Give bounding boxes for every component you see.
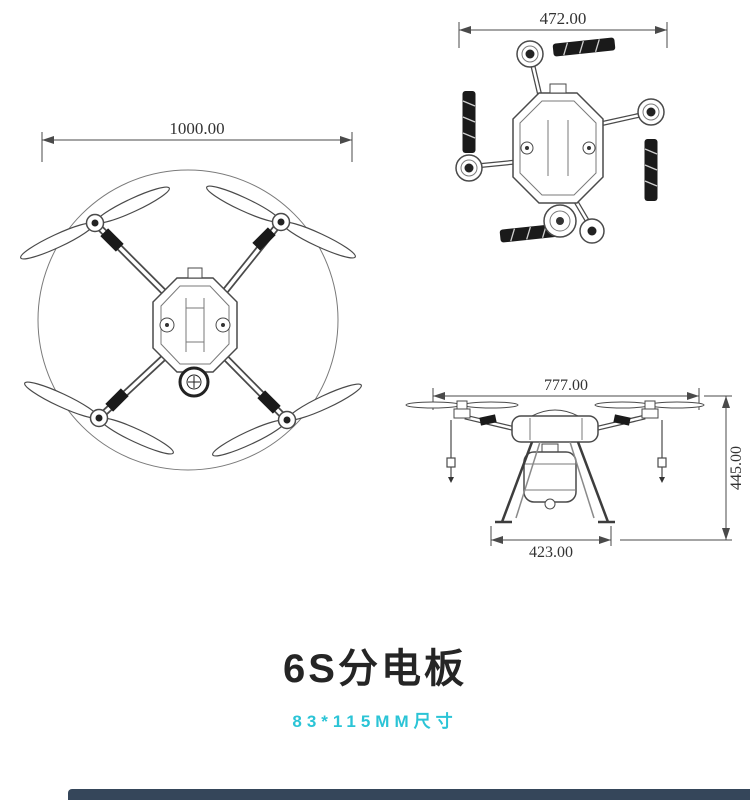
dim-label-472: 472.00 [540,9,587,28]
prop-circle [37,169,339,471]
top-view-folded-drawing: 472.00 [455,9,668,244]
side-body [511,409,599,443]
tank [523,443,577,510]
product-title: 6S分电板 [283,647,467,691]
folded-body [512,83,604,204]
dimension-track-423: 423.00 [490,526,612,561]
motors [85,212,297,430]
dim-label-423: 423.00 [529,544,573,561]
dimension-folded-472: 472.00 [458,9,668,48]
folded-prop-blocks [462,37,658,243]
folded-gimbal [543,204,577,238]
gimbal [178,366,210,398]
dim-label-445: 445.00 [728,446,745,490]
dim-label-1000: 1000.00 [169,119,224,138]
folded-arms [475,61,646,224]
side-arms [453,408,659,433]
side-view-drawing: 777.00 [405,377,745,561]
dimension-height-445: 445.00 [620,395,745,541]
next-section-edge [68,789,750,800]
folded-motors [455,40,665,244]
side-propellers [405,400,705,410]
propellers [20,185,362,457]
top-view-unfolded-drawing: 1000.00 [20,119,362,471]
product-subtitle: 83*115MM尺寸 [292,712,458,731]
spray-nozzles [446,420,667,483]
center-body [152,267,238,373]
dimension-wingspan-1000: 1000.00 [41,119,353,162]
landing-gear [495,441,615,524]
dim-label-777: 777.00 [544,377,588,394]
